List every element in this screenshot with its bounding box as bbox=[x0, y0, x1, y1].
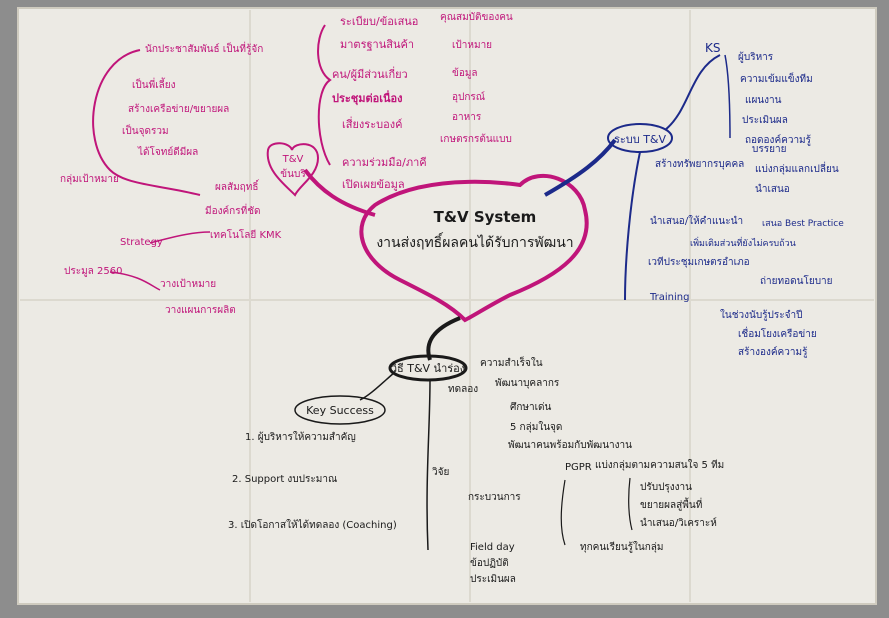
list-item: วางแผนการผลิต bbox=[165, 305, 236, 316]
list-item: ทุกคนเรียนรู้ในกลุ่ม bbox=[580, 541, 664, 553]
tv-label: ระบบ T&V bbox=[614, 133, 667, 146]
ks-list: ผู้บริหาร ความเข้มแข็งทีม แผนงาน ประเมิน… bbox=[738, 51, 813, 146]
branch-left bbox=[303, 168, 376, 217]
brace bbox=[92, 49, 201, 196]
list-item: ปรับปรุงงาน bbox=[640, 482, 692, 493]
list-item: นำเสนอ bbox=[755, 184, 790, 195]
list-item: อาหาร bbox=[452, 112, 482, 123]
left-heart bbox=[266, 142, 320, 197]
list-item: มีองค์กรที่ชัด bbox=[205, 203, 260, 217]
branch-right bbox=[544, 138, 617, 197]
list-item: 5 กลุ่มในจุด bbox=[510, 421, 562, 433]
list-item: 2. Support งบประมาณ bbox=[232, 474, 337, 485]
paper-edge bbox=[17, 7, 877, 605]
key-success-label: Key Success bbox=[306, 404, 374, 417]
left-heart-line1: T&V bbox=[282, 154, 304, 165]
left-list: นักประชาสัมพันธ์ เป็นที่รู้จัก เป็นพี่เล… bbox=[60, 41, 263, 185]
list-item: Field day bbox=[470, 542, 515, 553]
bottom-oval-label: วิธี T&V นำร่อง bbox=[390, 362, 465, 375]
list-item: แบ่งกลุ่มแลกเปลี่ยน bbox=[755, 161, 839, 175]
list-item: เป็นพี่เลี้ยง bbox=[132, 77, 176, 91]
top-right-list: คุณสมบัติของคน เป้าหมาย ข้อมูล อุปกรณ์ อ… bbox=[440, 12, 513, 145]
list-item: ถอดองค์ความรู้ bbox=[745, 134, 812, 146]
list-item: ความเข้มแข็งทีม bbox=[740, 71, 813, 85]
list-item: ประเมินผล bbox=[470, 574, 516, 585]
center-title: T&V System bbox=[434, 208, 537, 226]
brace bbox=[560, 479, 566, 546]
list-item: ในช่วงนับรู้ประจำปี bbox=[720, 309, 802, 321]
list-item: คุณสมบัติของคน bbox=[440, 12, 513, 23]
brace bbox=[628, 477, 633, 531]
list-item: นำเสนอ/ให้คำแนะนำ bbox=[650, 215, 743, 227]
top-center-list: ระเบียบ/ข้อเสนอ มาตรฐานสินค้า คน/ผู้มีส่… bbox=[332, 15, 427, 191]
list-item: ศึกษาเด่น bbox=[510, 401, 552, 413]
list-item: ข้อปฏิบัติ bbox=[470, 557, 509, 569]
key-success-oval bbox=[294, 395, 386, 425]
list-item: ได้โจทย์ดีมีผล bbox=[137, 145, 198, 158]
list-item: พัฒนาคนพร้อมกับพัฒนางาน bbox=[508, 439, 632, 451]
list-item: คน/ผู้มีส่วนเกี่ยว bbox=[332, 66, 408, 81]
connector bbox=[359, 371, 396, 401]
list-item: เสี่ยงระบองค์ bbox=[342, 116, 402, 131]
list-item: เป็นจุดรวม bbox=[122, 123, 169, 137]
list-item: เวทีประชุมเกษตรอำเภอ bbox=[648, 256, 750, 268]
list-item: นักประชาสัมพันธ์ เป็นที่รู้จัก bbox=[145, 41, 263, 55]
list-item: เปิดเผยข้อมูล bbox=[342, 178, 405, 191]
list-item: อุปกรณ์ bbox=[452, 91, 485, 103]
list-item: เชื่อมโยงเครือข่าย bbox=[738, 326, 817, 340]
bottom-oval bbox=[388, 354, 468, 382]
list-item: สร้างองค์ความรู้ bbox=[738, 346, 808, 358]
connector bbox=[149, 231, 211, 244]
list-item: วิจัย bbox=[432, 467, 450, 478]
list-item: สร้างเครือข่าย/ขยายผล bbox=[128, 103, 229, 115]
center-heart bbox=[359, 174, 589, 323]
list-item: Training bbox=[649, 292, 689, 303]
list-item: มาตรฐานสินค้า bbox=[340, 38, 414, 51]
list-item: เป้าหมาย bbox=[452, 39, 492, 51]
connector bbox=[426, 379, 431, 551]
list-item: เสนอ Best Practice bbox=[762, 219, 844, 229]
list-item: กระบวนการ bbox=[468, 492, 521, 503]
list-item: กลุ่มเป้าหมาย bbox=[60, 173, 119, 185]
brace bbox=[724, 54, 731, 139]
list-item: PGPR bbox=[565, 462, 592, 473]
list-item: ผลสัมฤทธิ์ bbox=[215, 179, 260, 193]
list-item: Strategy bbox=[120, 237, 163, 248]
list-item: แบ่งกลุ่มตามความสนใจ 5 ทีม bbox=[595, 459, 724, 471]
list-item: ประชุมต่อเนื่อง bbox=[332, 90, 403, 106]
list-item: ข้อมูล bbox=[452, 67, 478, 79]
list-item: ผู้บริหาร bbox=[738, 51, 774, 63]
list-item: ความสำเร็จใน bbox=[480, 355, 543, 369]
list-item: 1. ผู้บริหารให้ความสำคัญ bbox=[245, 431, 356, 443]
left-mid-list: ผลสัมฤทธิ์ มีองค์กรที่ชัด เทคโนโลยี KMK … bbox=[64, 179, 282, 316]
ks-header: KS bbox=[705, 41, 721, 55]
list-item: ความร่วมมือ/ภาคี bbox=[342, 156, 427, 169]
list-item: พัฒนาบุคลากร bbox=[495, 378, 560, 389]
list-item: 3. เปิดโอกาสให้ได้ทดลอง (Coaching) bbox=[228, 518, 397, 531]
right-mid-list: สร้างทรัพยากรบุคคล บรรยาย แบ่งกลุ่มแลกเป… bbox=[648, 144, 844, 358]
bottom-list: ความสำเร็จใน ทดลอง พัฒนาบุคลากร ศึกษาเด่… bbox=[432, 355, 725, 585]
list-item: วางเป้าหมาย bbox=[160, 278, 216, 290]
list-item: ทดลอง bbox=[448, 384, 478, 395]
list-item: ประมูล 2560 bbox=[64, 266, 122, 277]
list-item: บรรยาย bbox=[752, 144, 786, 155]
list-item: ถ่ายทอดนโยบาย bbox=[760, 274, 833, 287]
list-item: แผนงาน bbox=[745, 95, 782, 106]
list-item: เทคโนโลยี KMK bbox=[210, 228, 282, 241]
list-item: ขยายผลสู่พื้นที่ bbox=[640, 497, 702, 511]
left-heart-line2: ข้นบริ bbox=[280, 168, 306, 180]
list-item: สร้างทรัพยากรบุคคล bbox=[655, 158, 744, 170]
connector bbox=[109, 271, 161, 291]
list-item: เพิ่มเติมส่วนที่ยังไม่ครบถ้วน bbox=[690, 236, 796, 249]
list-item: นำเสนอ/วิเคราะห์ bbox=[640, 517, 717, 529]
list-item: ระเบียบ/ข้อเสนอ bbox=[340, 15, 418, 28]
brace bbox=[317, 24, 332, 166]
key-success-list: 1. ผู้บริหารให้ความสำคัญ 2. Support งบปร… bbox=[228, 431, 397, 531]
center-subtitle: งานส่งฤทธิ์ผลคนได้รับการพัฒนา bbox=[376, 232, 573, 251]
list-item: เกษตรกรต้นแบบ bbox=[440, 133, 512, 145]
connector bbox=[624, 151, 641, 301]
connector bbox=[664, 54, 721, 131]
list-item: ประเมินผล bbox=[742, 115, 788, 126]
